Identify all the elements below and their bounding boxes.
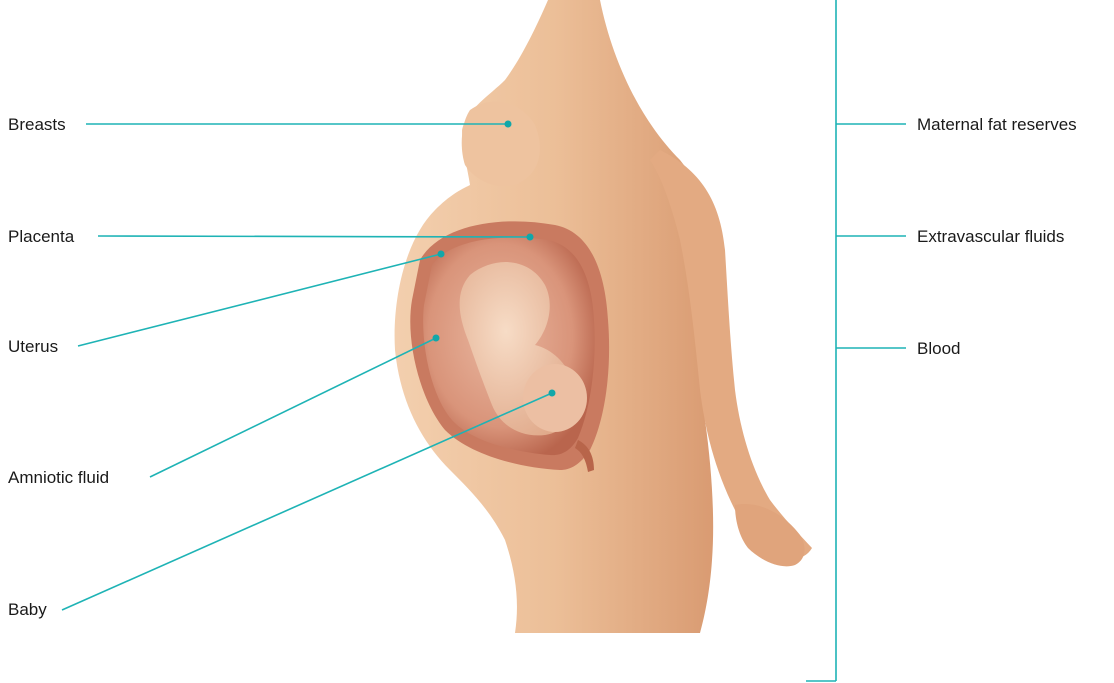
leader-uterus (78, 254, 441, 346)
dot-placenta (527, 234, 534, 241)
dot-breasts (505, 121, 512, 128)
label-breasts: Breasts (8, 115, 66, 134)
hand-shape (735, 504, 805, 566)
label-placenta: Placenta (8, 227, 75, 246)
leader-amniotic-fluid (150, 338, 436, 477)
leader-placenta (98, 236, 530, 237)
dot-baby (549, 390, 556, 397)
label-extravascular-fluids: Extravascular fluids (917, 227, 1064, 246)
label-uterus: Uterus (8, 337, 58, 356)
baby-head (523, 364, 587, 432)
label-maternal-fat-reserves: Maternal fat reserves (917, 115, 1077, 134)
label-baby: Baby (8, 600, 47, 619)
dot-amniotic-fluid (433, 335, 440, 342)
bracket (806, 0, 906, 681)
leader-baby (62, 393, 552, 610)
label-amniotic-fluid: Amniotic fluid (8, 468, 109, 487)
dot-uterus (438, 251, 445, 258)
label-blood: Blood (917, 339, 960, 358)
